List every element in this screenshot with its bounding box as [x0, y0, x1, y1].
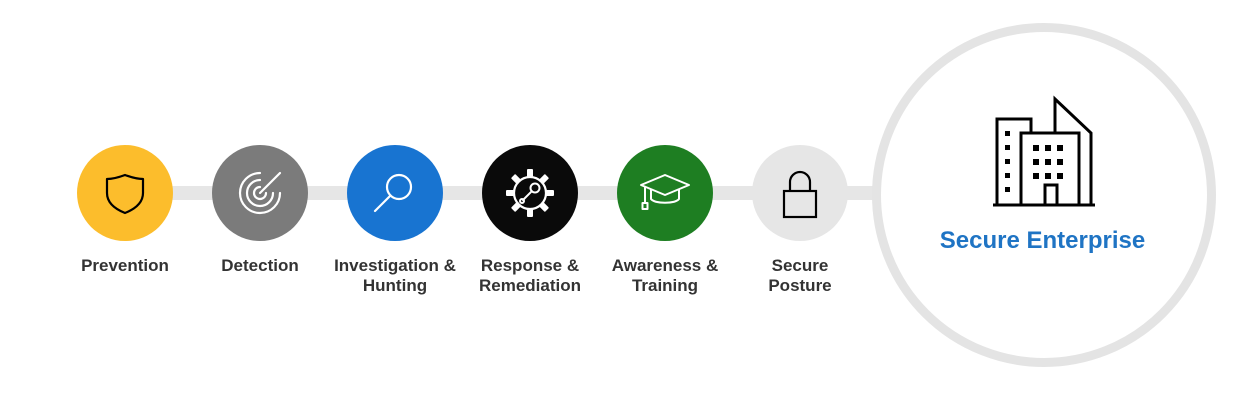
- step-investigation-label: Investigation & Hunting: [334, 256, 456, 295]
- magnifier-icon: [367, 165, 423, 221]
- step-detection-label: Detection: [221, 256, 299, 275]
- graduation-cap-icon: [635, 163, 695, 223]
- step-awareness-label: Awareness & Training: [611, 256, 719, 295]
- connector-5: [710, 186, 760, 200]
- radar-icon: [232, 165, 288, 221]
- step-awareness-circle: [617, 145, 713, 241]
- step-posture-circle: [752, 145, 848, 241]
- step-response-label: Response & Remediation: [478, 256, 582, 295]
- office-building-icon: [993, 95, 1097, 212]
- secure-enterprise-label: Secure Enterprise: [939, 227, 1146, 254]
- shield-icon: [101, 169, 149, 217]
- step-prevention-circle: [77, 145, 173, 241]
- step-prevention-label: Prevention: [81, 256, 169, 275]
- gear-wrench-icon: [500, 163, 560, 223]
- connector-4: [575, 186, 625, 200]
- connector-1: [170, 186, 220, 200]
- connector-2: [305, 186, 355, 200]
- step-response-circle: [482, 145, 578, 241]
- step-investigation-circle: [347, 145, 443, 241]
- step-posture-label: Secure Posture: [768, 256, 832, 295]
- padlock-icon: [775, 165, 825, 221]
- step-detection-circle: [212, 145, 308, 241]
- connector-3: [440, 186, 490, 200]
